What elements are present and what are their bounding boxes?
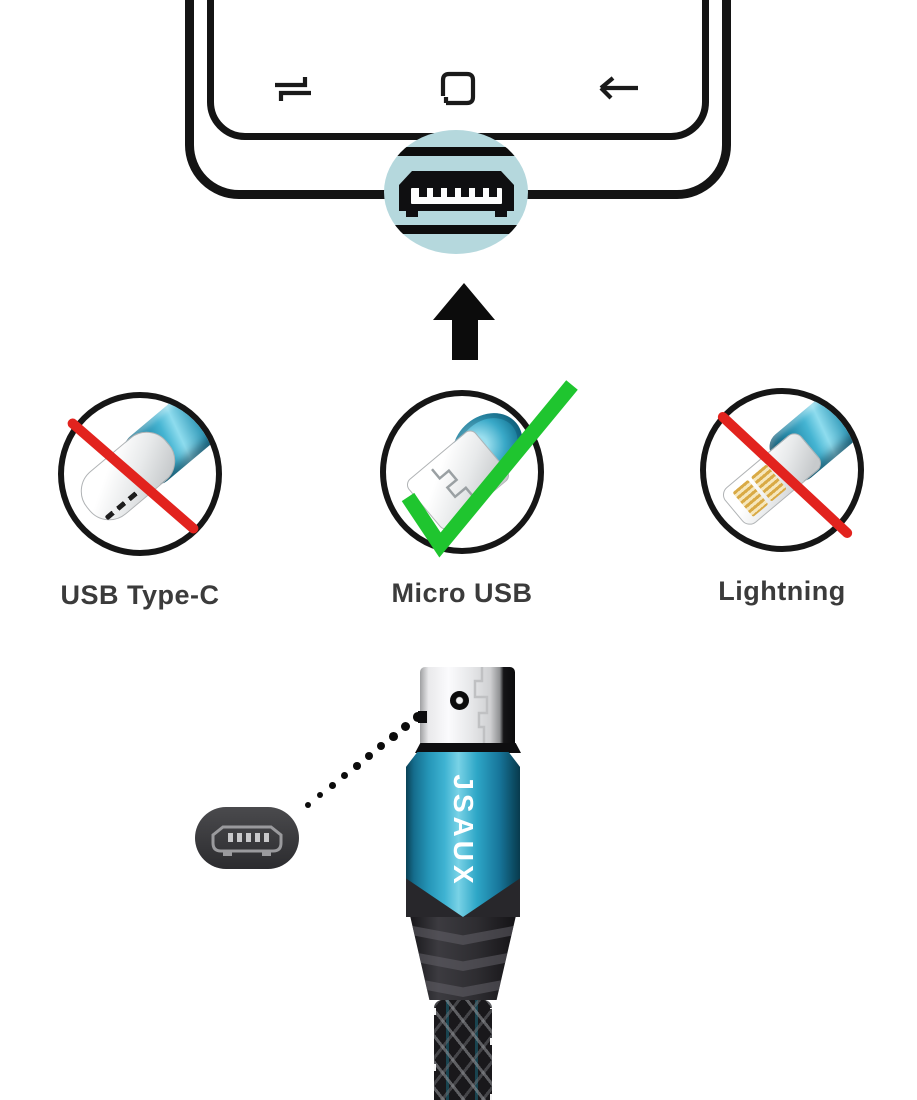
- connector-latch-notch: [418, 711, 427, 723]
- compat-item-micro-usb: Micro USB: [380, 380, 578, 608]
- compat-item-lightning: Lightning: [700, 388, 864, 606]
- compat-item-usb-type-c: USB Type-C: [58, 392, 222, 610]
- micro-usb-port-icon: [399, 171, 514, 217]
- back-arrow-icon: [599, 76, 638, 100]
- chevron-ridge: [410, 925, 516, 945]
- micro-usb-socket-icon: [195, 807, 299, 869]
- strain-relief: [410, 917, 516, 1000]
- micro-usb-plug: [403, 427, 513, 533]
- compat-label-usb-type-c: USB Type-C: [60, 580, 220, 610]
- usb-c-pins: [104, 489, 140, 521]
- green-check-icon: [401, 380, 578, 558]
- braided-cable: [433, 1000, 493, 1100]
- chevron-ridge: [410, 977, 516, 997]
- charging-port-magnifier: [384, 130, 528, 254]
- brand-logo: JSAUX: [448, 774, 479, 888]
- cable-connector: JSAUX: [405, 665, 521, 1100]
- connector-seam: [473, 667, 489, 743]
- connector-hole: [450, 691, 469, 710]
- recent-apps-icon: [275, 77, 311, 101]
- chevron-ridge: [410, 951, 516, 971]
- micro-usb-plug-seam: [431, 468, 476, 500]
- compat-label-micro-usb: Micro USB: [391, 578, 533, 608]
- phone-edge-line: [384, 147, 528, 156]
- compat-label-lightning: Lightning: [718, 576, 846, 606]
- connector-neck: [415, 743, 521, 753]
- micro-usb-metal-tip: [420, 667, 515, 743]
- connector-housing: JSAUX: [406, 752, 520, 917]
- phone-screen: [207, 0, 709, 140]
- home-button-icon: [440, 71, 476, 106]
- up-arrow-icon: [433, 283, 495, 360]
- phone-edge-line: [384, 225, 528, 234]
